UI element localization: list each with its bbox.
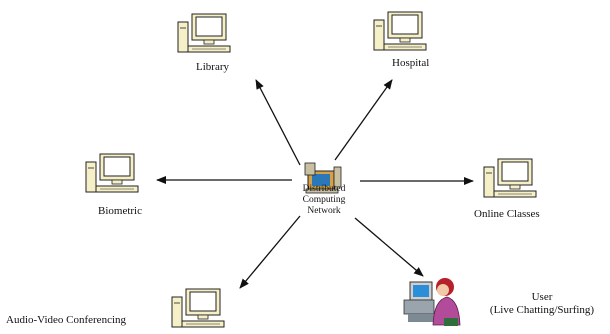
biometric-label: Biometric xyxy=(98,205,142,217)
online-classes-computer-icon xyxy=(483,158,537,198)
online-classes-label: Online Classes xyxy=(474,208,540,220)
arrow-to-hospital xyxy=(334,79,393,161)
hub-label-line-2: Computing xyxy=(302,195,346,205)
hub-label-line-1: Distributed xyxy=(302,184,346,194)
hub-label: Distributed Computing Network xyxy=(289,184,359,217)
user-label: User (Live Chatting/Surfing) xyxy=(480,291,604,317)
arrow-to-library xyxy=(255,79,301,166)
library-computer-icon xyxy=(177,13,231,53)
biometric-computer-icon xyxy=(85,153,139,193)
hospital-label: Hospital xyxy=(392,57,430,69)
audio-video-label: Audio-Video Conferencing xyxy=(6,314,127,326)
user-title: User xyxy=(531,291,553,303)
hospital-computer-icon xyxy=(373,11,427,51)
library-label: Library xyxy=(196,61,229,73)
network-hub-icon xyxy=(304,162,342,194)
arrow-to-audio-video xyxy=(239,215,301,289)
person-at-computer-icon xyxy=(403,278,461,326)
user-subtitle: (Live Chatting/Surfing) xyxy=(489,304,595,316)
arrow-to-user xyxy=(354,217,424,277)
audio-video-computer-icon xyxy=(171,288,225,328)
hub-label-line-3: Network xyxy=(307,206,341,216)
